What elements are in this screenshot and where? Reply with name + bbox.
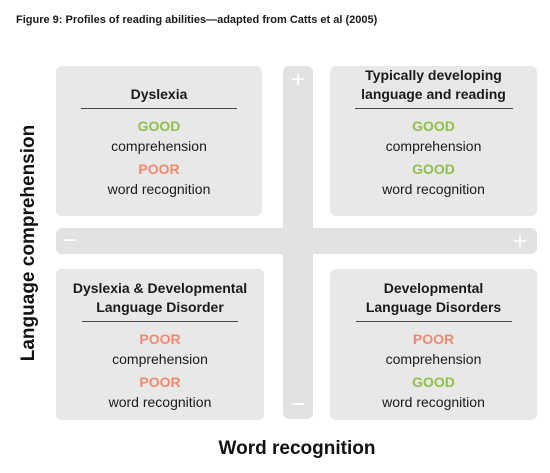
x-axis-label: Word recognition	[218, 438, 376, 459]
quadrant-title-line2: Language Disorders	[365, 299, 502, 315]
quadrant-title: Dyslexia & Developmental Language Disord…	[56, 269, 264, 317]
figure-title: Figure 9: Profiles of reading abilities—…	[16, 14, 378, 26]
word-recognition-label: word recognition	[382, 394, 485, 410]
word-recognition-rating: POOR	[138, 161, 180, 177]
title-divider	[354, 108, 513, 109]
comprehension-rating: POOR	[412, 331, 455, 347]
comprehension-label: comprehension	[385, 351, 482, 367]
quadrant-title: Typically developing language and readin…	[330, 66, 537, 104]
horizontal-axis-bar	[56, 228, 537, 254]
quadrant-title-text: Dyslexia	[130, 86, 188, 102]
title-divider	[81, 108, 237, 109]
comprehension-label: comprehension	[112, 351, 208, 367]
comprehension-rating: GOOD	[412, 118, 455, 134]
word-recognition-label: word recognition	[108, 394, 212, 410]
quadrant-typically-developing: Typically developing language and readin…	[330, 66, 537, 216]
quadrant-dyslexia: Dyslexia GOOD comprehension POOR word re…	[56, 66, 262, 216]
quadrant-title-line2: Language Disorder	[96, 299, 224, 315]
quadrant-title-line1: Developmental	[383, 280, 484, 296]
quadrant-dyslexia-and-dld: Dyslexia & Developmental Language Disord…	[56, 269, 264, 420]
plus-icon-top: +	[290, 66, 305, 93]
comprehension-rating: POOR	[139, 331, 181, 347]
quadrant-title-line1: Dyslexia & Developmental	[72, 280, 248, 296]
quadrant-developmental-language-disorders: Developmental Language Disorders POOR co…	[330, 269, 537, 420]
comprehension-label: comprehension	[385, 138, 482, 154]
word-recognition-rating: GOOD	[412, 161, 455, 177]
quadrant-title-line1: Typically developing	[365, 67, 502, 83]
quadrant-title: Dyslexia	[56, 66, 262, 104]
comprehension-label: comprehension	[111, 138, 207, 154]
word-recognition-label: word recognition	[382, 181, 485, 197]
plus-icon-right: +	[512, 228, 527, 255]
quadrant-title-line2: language and reading	[361, 86, 506, 102]
comprehension-rating: GOOD	[137, 118, 181, 134]
title-divider	[355, 321, 512, 322]
minus-icon-left: −	[62, 227, 77, 254]
title-divider	[82, 321, 238, 322]
y-axis-label: Language comprehension	[18, 124, 39, 362]
word-recognition-rating: POOR	[139, 374, 181, 390]
word-recognition-label: word recognition	[107, 181, 211, 197]
quadrant-title: Developmental Language Disorders	[330, 269, 537, 317]
word-recognition-rating: GOOD	[412, 374, 455, 390]
minus-icon-bottom: −	[290, 391, 305, 418]
